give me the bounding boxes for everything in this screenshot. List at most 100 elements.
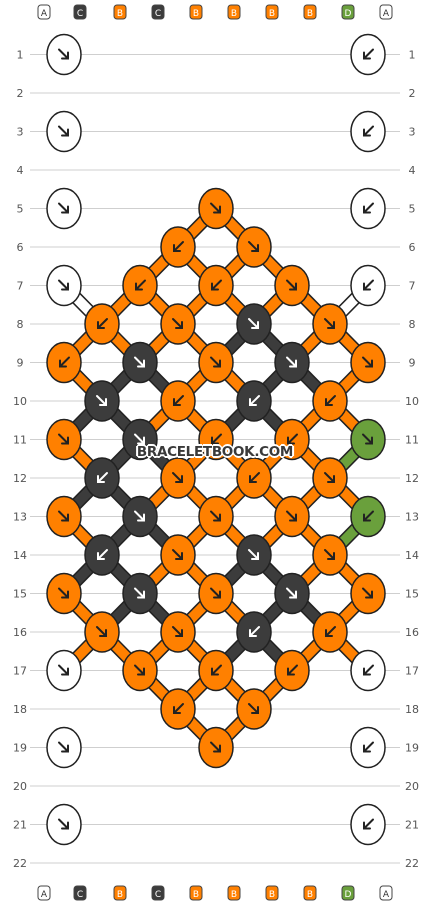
backward-knot-arrow-icon [59,356,70,368]
forward-knot-arrow-icon [58,510,69,522]
string-label: A [41,890,48,900]
row-number: 22 [405,857,419,870]
row-number: 20 [405,780,419,793]
string-label-tag [113,885,127,901]
forward-knot-arrow-icon [210,356,221,368]
row-number: 11 [405,434,419,447]
forward-knot-arrow-icon [134,433,145,445]
backward-knot-arrow-icon [363,48,374,60]
row-number: 10 [405,395,419,408]
forward-knot-arrow-icon [172,472,183,483]
string-label: B [307,9,313,19]
string-label-tag [265,885,279,901]
backward-knot-arrow-icon [97,549,108,560]
forward-knot-arrow-icon [134,664,145,676]
row-number: 9 [17,357,24,370]
string-label-tag [227,885,241,901]
row-number: 15 [13,588,27,601]
backward-knot-arrow-icon [97,472,108,483]
row-number: 21 [405,819,419,832]
string-label: B [231,9,237,19]
string-label: C [77,9,83,19]
row-number: 8 [17,318,24,331]
row-number: 14 [13,549,27,562]
forward-knot-arrow-icon [96,626,107,637]
backward-knot-arrow-icon [211,664,222,676]
row-number: 17 [405,665,419,678]
backward-knot-arrow-icon [325,395,336,406]
forward-knot-arrow-icon [134,356,145,368]
forward-knot-arrow-icon [286,510,297,522]
backward-knot-arrow-icon [97,318,108,329]
forward-knot-arrow-icon [58,818,69,830]
forward-knot-arrow-icon [58,202,69,214]
forward-knot-arrow-icon [248,318,259,329]
string-label-tag [303,885,317,901]
forward-knot-arrow-icon [134,587,145,599]
forward-knot-arrow-icon [134,510,145,522]
row-number: 3 [409,126,416,139]
forward-knot-arrow-icon [58,741,69,753]
backward-knot-arrow-icon [211,279,222,291]
forward-knot-arrow-icon [96,395,107,406]
string-label-tag [151,885,165,901]
row-number: 4 [17,164,24,177]
backward-knot-arrow-icon [363,510,374,522]
string-label: B [193,890,199,900]
backward-knot-arrow-icon [363,125,374,137]
row-number: 7 [17,280,24,293]
backward-knot-arrow-icon [363,741,374,753]
string-label: D [345,9,352,19]
string-label: D [345,890,352,900]
string-label-tag [341,4,355,20]
row-number: 22 [13,857,27,870]
row-number: 5 [409,203,416,216]
row-number: 2 [17,87,24,100]
backward-knot-arrow-icon [135,279,146,291]
row-number: 18 [405,703,419,716]
backward-knot-arrow-icon [287,433,298,445]
forward-knot-arrow-icon [324,318,335,329]
string-label-tag [37,885,51,901]
forward-knot-arrow-icon [286,356,297,368]
forward-knot-arrow-icon [58,664,69,676]
string-label: C [155,890,161,900]
string-label-tag [151,4,165,20]
backward-knot-arrow-icon [363,664,374,676]
row-number: 19 [405,742,419,755]
string-label-tag [341,885,355,901]
row-number: 7 [409,280,416,293]
backward-knot-arrow-icon [173,241,184,252]
forward-knot-arrow-icon [324,549,335,560]
row-number: 6 [17,241,24,254]
backward-knot-arrow-icon [249,395,260,406]
row-number: 4 [409,164,416,177]
forward-knot-arrow-icon [210,741,221,753]
string-label-tag [265,4,279,20]
row-number: 5 [17,203,24,216]
string-label: B [193,9,199,19]
backward-knot-arrow-icon [363,279,374,291]
backward-knot-arrow-icon [173,395,184,406]
row-number: 3 [17,126,24,139]
string-label: A [383,890,390,900]
string-label: B [269,890,275,900]
string-label-tag [73,885,87,901]
string-label-tag [37,4,51,20]
watermark: BRACELETBOOK.COM [136,444,294,460]
string-label: A [383,9,390,19]
string-label: C [155,9,161,19]
row-number: 8 [409,318,416,331]
forward-knot-arrow-icon [58,125,69,137]
forward-knot-arrow-icon [362,356,373,368]
string-label: B [269,9,275,19]
row-number: 14 [405,549,419,562]
forward-knot-arrow-icon [172,549,183,560]
forward-knot-arrow-icon [58,279,69,291]
string-label-tag [379,885,393,901]
row-number: 9 [409,357,416,370]
row-number: 16 [13,626,27,639]
row-number: 6 [409,241,416,254]
